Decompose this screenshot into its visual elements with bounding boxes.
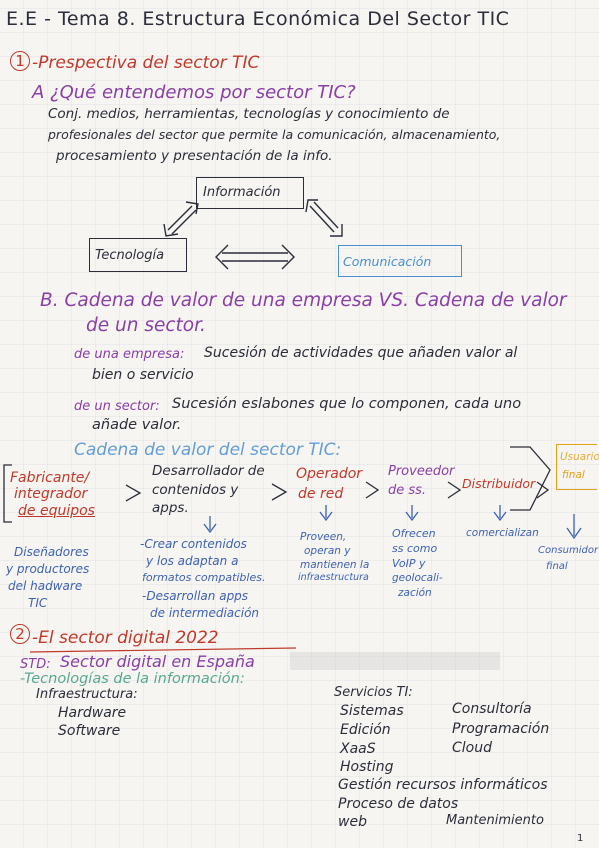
blurred-region (290, 652, 500, 670)
chain-node-2-line-2: contenidos y (152, 482, 239, 498)
service-programacion: Programación (452, 721, 550, 737)
service-cloud: Cloud (452, 740, 492, 756)
part-a-line-3: procesamiento y presentación de la info. (56, 148, 333, 164)
service-edicion: Edición (340, 722, 391, 738)
chain-node-6-line-2: final (562, 469, 585, 481)
detail-3-line-1: Proveen, (300, 531, 347, 543)
chain-node-3-line-2: de red (298, 486, 344, 502)
chain-node-1-line-3: de equipos (18, 503, 95, 519)
chain-title: Cadena de valor del sector TIC: (74, 440, 342, 460)
sector-text-2: añade valor. (92, 417, 182, 433)
tecnologia-label: Tecnología (95, 248, 165, 263)
chain-node-5-line-1: Distribuidor (462, 476, 536, 491)
sector-text-1: Sucesión eslabones que lo componen, cada… (172, 396, 522, 412)
section-2-number: 2 (10, 624, 30, 644)
detail-2-line-3: formatos compatibles. (142, 571, 266, 584)
detail-2-line-2: y los adaptan a (146, 554, 239, 568)
section-1-number: 1 (10, 51, 30, 71)
detail-1-line-2: y productores (6, 562, 90, 576)
comunicacion-label: Comunicación (343, 254, 432, 269)
detail-3-line-3: mantienen la (300, 559, 370, 571)
chain-node-1-line-2: integrador (14, 486, 88, 502)
part-a-line-1: Conj. medios, herramientas, tecnologías … (48, 106, 450, 122)
detail-3-line-4: infraestructura (298, 572, 369, 583)
sector-label: de un sector: (74, 399, 160, 414)
detail-3-line-2: operan y (304, 545, 351, 557)
tecnologia-box (89, 238, 187, 272)
detail-4-line-4: geolocali- (392, 572, 443, 584)
info-box (196, 177, 304, 209)
detail-4-line-3: VoIP y (392, 557, 426, 570)
page-number: 1 (577, 833, 584, 844)
service-consultoria: Consultoría (452, 701, 532, 717)
service-hosting: Hosting (340, 759, 394, 775)
service-web: web (338, 814, 367, 830)
services-label: Servicios TI: (334, 685, 413, 700)
service-mantenimiento: Mantenimiento (446, 813, 544, 828)
part-b-heading-line-2: de un sector. (86, 315, 206, 336)
empresa-text-1: Sucesión de actividades que añaden valor… (204, 345, 518, 361)
chain-node-4-line-2: de ss. (388, 483, 427, 498)
service-xaas: XaaS (340, 741, 376, 757)
detail-4-line-1: Ofrecen (392, 527, 436, 540)
info-label: Información (203, 185, 281, 200)
detail-1-line-1: Diseñadores (14, 545, 89, 559)
chain-node-1-line-1: Fabricante/ (10, 470, 90, 486)
service-gestion: Gestión recursos informáticos (338, 777, 548, 793)
section-1-heading: -Prespectiva del sector TIC (32, 53, 260, 73)
usuario-final-box (556, 444, 597, 490)
chain-node-6-line-1: Usuario (560, 451, 599, 463)
detail-4-line-5: zación (398, 587, 432, 599)
tic-info-heading: -Tecnologías de la información: (20, 671, 245, 687)
chain-node-4-line-1: Proveedor (388, 464, 455, 479)
detail-5-line-1: comercializan (466, 527, 539, 539)
detail-2-line-4: -Desarrollan apps (142, 589, 249, 603)
part-a-line-2: profesionales del sector que permite la … (48, 127, 501, 142)
infra-item-hardware: Hardware (58, 705, 127, 721)
infra-label: Infraestructura: (36, 687, 138, 702)
detail-4-line-2: ss como (392, 542, 438, 555)
page-title: E.E - Tema 8. Estructura Económica Del S… (6, 8, 510, 30)
infra-item-software: Software (58, 723, 121, 739)
detail-1-line-3: del hadware (8, 579, 83, 593)
service-sistemas: Sistemas (340, 703, 404, 719)
chain-node-3-line-1: Operador (296, 466, 363, 482)
detail-2-line-1: -Crear contenidos (140, 537, 247, 551)
part-a-question: A ¿Qué entendemos por sector TIC? (32, 82, 356, 103)
chain-node-2-line-1: Desarrollador de (152, 463, 265, 479)
detail-2-line-5: de intermediación (150, 606, 260, 620)
comunicacion-box (338, 245, 462, 277)
detail-6-line-2: final (546, 561, 568, 572)
detail-6-line-1: Consumidor (538, 545, 599, 556)
empresa-text-2: bien o servicio (92, 367, 194, 383)
service-proceso-datos: Proceso de datos (338, 796, 459, 812)
std-text: Sector digital en España (60, 652, 255, 671)
std-label: STD: (20, 657, 51, 672)
section-2-heading: -El sector digital 2022 (32, 628, 219, 648)
detail-1-line-4: TIC (28, 596, 48, 610)
chain-node-2-line-3: apps. (152, 500, 189, 516)
part-b-heading-line-1: B. Cadena de valor de una empresa VS. Ca… (40, 290, 567, 311)
empresa-label: de una empresa: (74, 347, 185, 362)
